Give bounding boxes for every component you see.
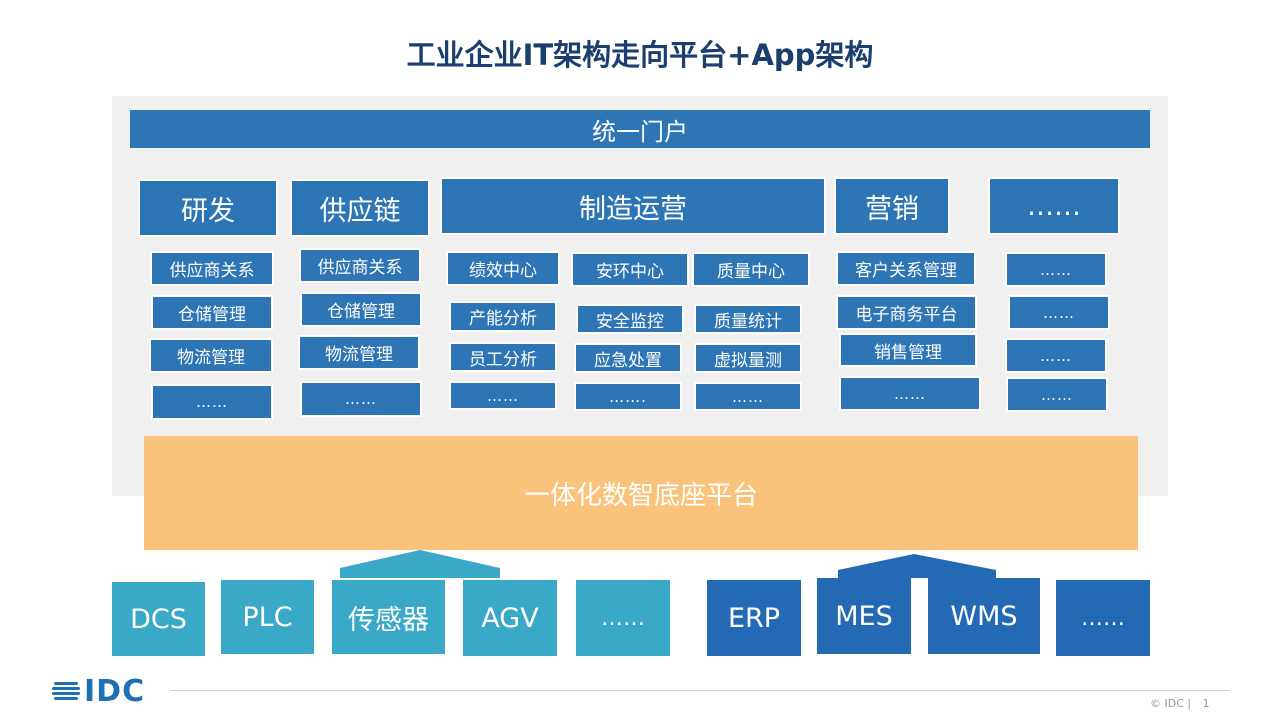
marketing-item: 销售管理 — [839, 333, 977, 367]
rd-item: 物流管理 — [149, 338, 273, 373]
supply-chain-item: 供应商关系 — [299, 248, 421, 283]
ot-system-box: AGV — [463, 580, 557, 656]
more-item: …… — [1008, 295, 1110, 330]
manufacturing-item: 员工分析 — [449, 342, 557, 372]
manufacturing-item: 质量统计 — [694, 304, 802, 334]
ot-system-box: 传感器 — [332, 580, 445, 654]
marketing-item: 客户关系管理 — [836, 251, 976, 286]
manufacturing-item: 绩效中心 — [446, 251, 560, 286]
manufacturing-item: ……. — [574, 382, 682, 411]
it-system-box: …… — [1056, 580, 1150, 656]
ot-system-box: DCS — [112, 582, 205, 656]
ot-system-box: PLC — [221, 580, 314, 654]
rd-item: 供应商关系 — [150, 251, 274, 286]
it-system-box: ERP — [707, 580, 801, 656]
integrated-digital-base-platform: 一体化数智底座平台 — [144, 436, 1138, 550]
supply-chain-item: …… — [300, 381, 422, 417]
header-more: …… — [988, 177, 1120, 235]
manufacturing-item: 安全监控 — [576, 304, 684, 334]
page-number: 1 — [1202, 697, 1210, 710]
idc-logo: IDC — [84, 674, 146, 709]
manufacturing-item: 虚拟量测 — [694, 343, 802, 373]
more-item: …… — [1006, 377, 1108, 412]
footer-divider — [170, 690, 1230, 691]
supply-chain-item: 物流管理 — [298, 335, 420, 370]
rd-item: 仓储管理 — [151, 295, 273, 330]
more-item: …… — [1005, 252, 1107, 287]
up-arrow-icon — [838, 554, 996, 578]
copyright-text: © IDC | 1 — [1150, 697, 1210, 710]
header-marketing: 营销 — [834, 177, 950, 235]
manufacturing-item: …… — [449, 381, 557, 410]
manufacturing-item: 应急处置 — [574, 343, 682, 373]
marketing-item: …… — [839, 376, 981, 411]
ot-system-box: …… — [576, 580, 670, 656]
manufacturing-item: 安环中心 — [571, 252, 689, 287]
more-item: …… — [1005, 338, 1107, 373]
up-arrow-icon — [340, 550, 500, 578]
rd-item: …… — [151, 384, 273, 420]
manufacturing-item: 质量中心 — [692, 252, 810, 287]
it-system-box: WMS — [928, 578, 1040, 654]
marketing-item: 电子商务平台 — [836, 295, 977, 330]
header-supply-chain: 供应链 — [290, 179, 430, 237]
header-rd: 研发 — [138, 179, 278, 237]
manufacturing-item: …… — [694, 382, 802, 411]
manufacturing-item: 产能分析 — [449, 301, 557, 332]
copyright-label: © IDC | — [1150, 697, 1192, 710]
unified-portal: 统一门户 — [130, 110, 1150, 148]
idc-globe-icon — [52, 682, 80, 700]
it-system-box: MES — [817, 578, 911, 654]
page-title: 工业企业IT架构走向平台+App架构 — [406, 38, 874, 72]
app-layer-panel — [112, 96, 1168, 496]
supply-chain-item: 仓储管理 — [300, 292, 422, 327]
header-manufacturing-operations: 制造运营 — [440, 177, 826, 235]
